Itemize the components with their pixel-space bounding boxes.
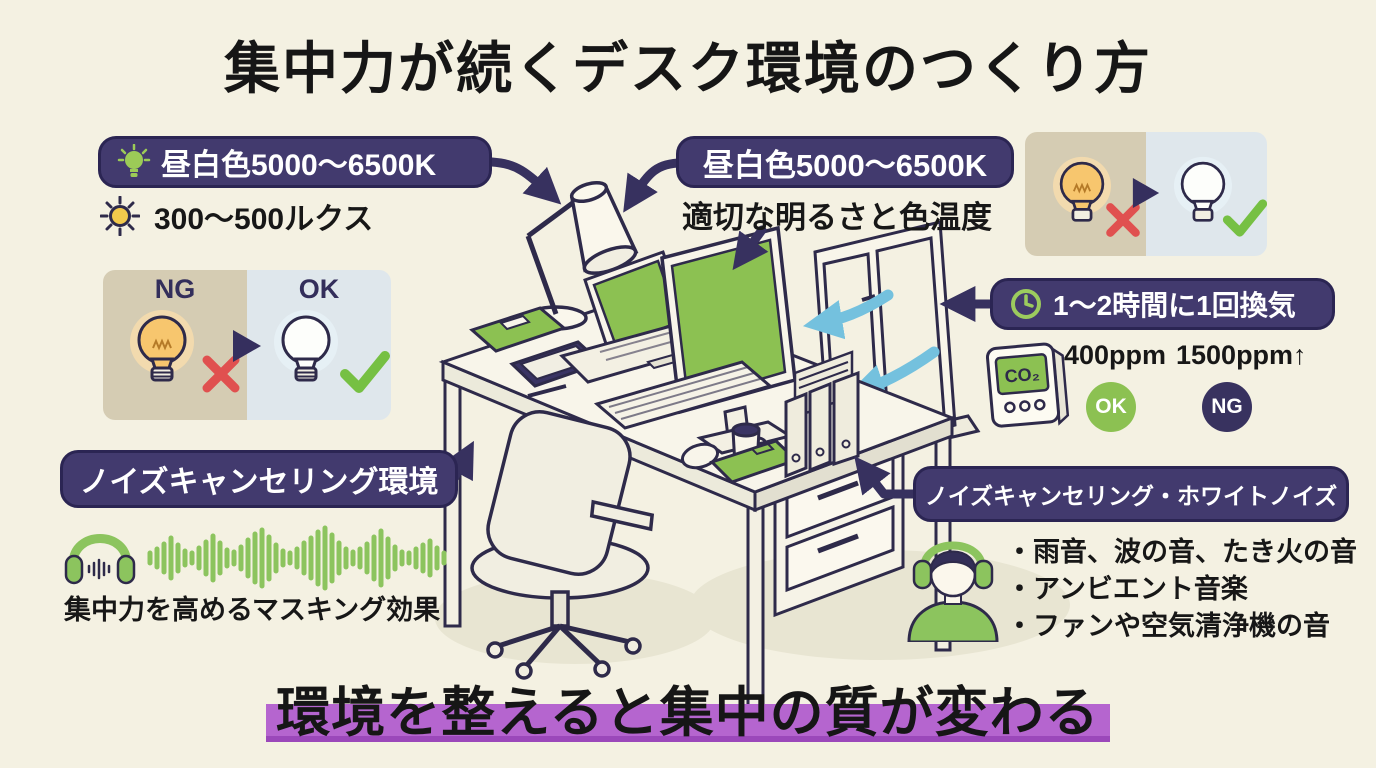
ng-half: [1025, 132, 1146, 256]
page-title: 集中力が続くデスク環境のつくり方: [224, 37, 1152, 100]
laptop-icon: [559, 250, 729, 384]
footer-highlight-bar: [266, 704, 1110, 742]
ng-label: NG: [154, 274, 196, 304]
co2-screen-label: CO₂: [1004, 364, 1041, 387]
co2-ok-badge: OK: [1086, 382, 1136, 432]
co2-ng-value: 1500ppm↑: [1176, 340, 1307, 370]
lightbulb-icon: [117, 144, 151, 177]
arrow-right-triangle-icon: [1132, 178, 1160, 208]
noise-source-item: ・アンビエント音楽: [1006, 574, 1248, 604]
ok-half: OK: [247, 270, 391, 420]
check-mark-icon: [1222, 199, 1267, 237]
notebook-icon: [469, 306, 568, 353]
co2-monitor-icon: CO₂: [985, 342, 1070, 428]
co2-ng-badge: NG: [1202, 382, 1252, 432]
check-mark-icon: [340, 351, 390, 393]
noise-badge-left: ノイズキャンセリング環境: [60, 450, 458, 508]
monitor-icon: [660, 225, 797, 455]
arrow-right-triangle-icon: [233, 330, 261, 362]
ok-label: OK: [298, 274, 340, 304]
sun-icon: [100, 196, 140, 236]
lux-row: 300〜500ルクス: [100, 194, 373, 238]
ok-half: [1146, 132, 1267, 256]
lighting-badge-left: 昼白色5000〜6500K: [98, 136, 492, 188]
noise-badge-right-label: ノイズキャンセリング・ホワイトノイズ: [924, 483, 1338, 509]
lighting-badge-center-label: 昼白色5000〜6500K: [702, 147, 988, 183]
lighting-caption: 適切な明るさと色温度: [682, 200, 992, 235]
ng-half: NG: [103, 270, 247, 420]
arrow-caption-to-monitor: [732, 225, 769, 271]
lighting-badge-center: 昼白色5000〜6500K: [676, 136, 1014, 188]
person-with-headphones-icon: [907, 541, 999, 642]
masking-caption: 集中力を高めるマスキング効果: [64, 595, 441, 625]
cross-mark-icon: [1106, 203, 1140, 237]
bulb-compare-card-right: [1025, 132, 1267, 256]
warm-bulb-icon: [1052, 156, 1112, 222]
mouse-icon: [680, 442, 720, 470]
arrow-center-badge-to-lamp: [623, 158, 683, 213]
arrow-left-badge-to-lamp: [487, 157, 562, 205]
cool-bulb-icon: [274, 310, 338, 382]
office-chair-icon: [470, 410, 655, 680]
connector-noise-right-to-desk: [854, 456, 920, 499]
clock-icon: [1011, 289, 1041, 319]
noise-source-item: ・ファンや空気清浄機の音: [1006, 611, 1330, 641]
bulb-compare-card-left: NG OK: [103, 270, 391, 420]
lux-label: 300〜500ルクス: [154, 203, 374, 236]
ventilation-badge: 1〜2時間に1回換気: [990, 278, 1335, 330]
keyboard-icon: [593, 360, 774, 430]
headphones-icon: [64, 534, 136, 585]
cross-mark-icon: [202, 355, 240, 393]
noise-source-list: ・雨音、波の音、たき火の音 ・アンビエント音楽 ・ファンや空気清浄機の音: [1006, 534, 1357, 645]
cool-bulb-icon: [1173, 156, 1233, 222]
ventilation-badge-label: 1〜2時間に1回換気: [1053, 290, 1296, 321]
noise-badge-left-label: ノイズキャンセリング環境: [79, 466, 439, 499]
footer: 環境を整えると集中の質が変わる: [0, 668, 1376, 747]
binders-icon: [784, 350, 860, 479]
footer-text: 環境を整えると集中の質が変わる: [276, 683, 1100, 743]
warm-bulb-icon: [130, 310, 194, 382]
audio-waveform-icon: [147, 525, 447, 591]
co2-ok-value: 400ppm: [1064, 340, 1167, 370]
lighting-badge-left-label: 昼白色5000〜6500K: [161, 149, 437, 182]
noise-source-item: ・雨音、波の音、たき火の音: [1006, 537, 1357, 567]
noise-badge-right: ノイズキャンセリング・ホワイトノイズ: [913, 466, 1349, 522]
